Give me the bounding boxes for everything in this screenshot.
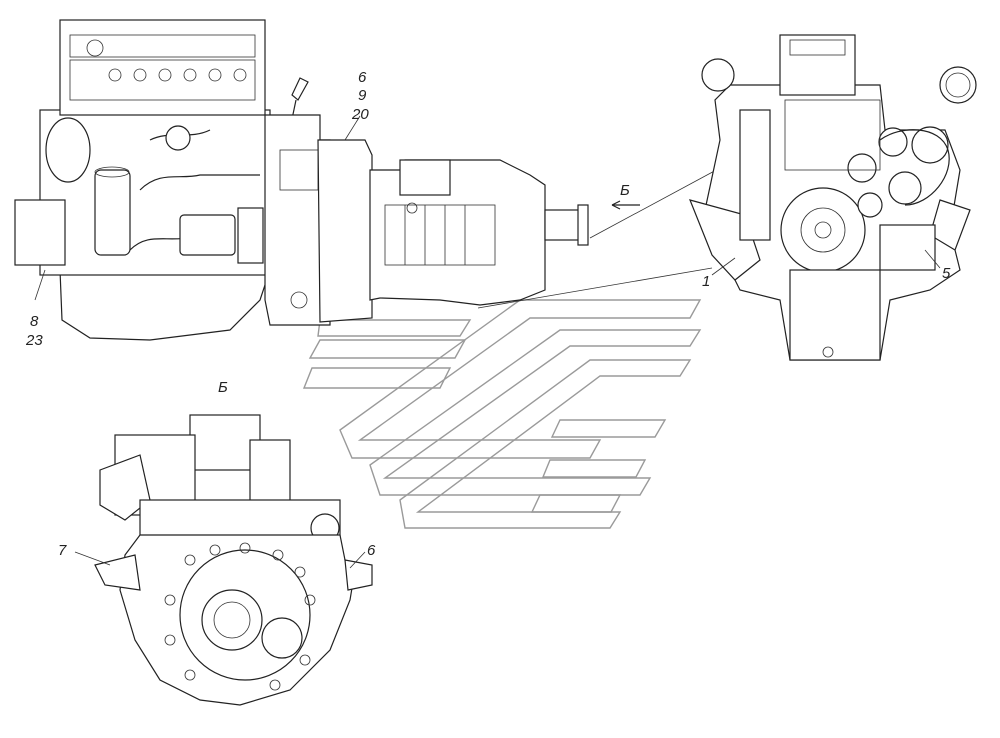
callout-5-front: 5: [942, 265, 951, 282]
front-view-engine: [688, 34, 977, 361]
callout-20-side: 20: [352, 106, 369, 123]
bottom-view-b: [74, 414, 373, 706]
callout-9-side: 9: [358, 87, 367, 104]
callout-23-side: 23: [26, 332, 43, 349]
callout-6-side: 6: [358, 69, 367, 86]
callout-7-bottom: 7: [58, 542, 67, 559]
side-view-engine-gearbox: [14, 19, 721, 341]
callout-1-front: 1: [702, 273, 711, 290]
view-marker-b-arrow: Б: [620, 182, 630, 199]
callout-6-bottom: 6: [367, 542, 376, 559]
callout-8-side: 8: [30, 313, 39, 330]
bottom-view-title: Б: [218, 379, 228, 396]
kamaz-logo-watermark-icon: [302, 299, 702, 529]
